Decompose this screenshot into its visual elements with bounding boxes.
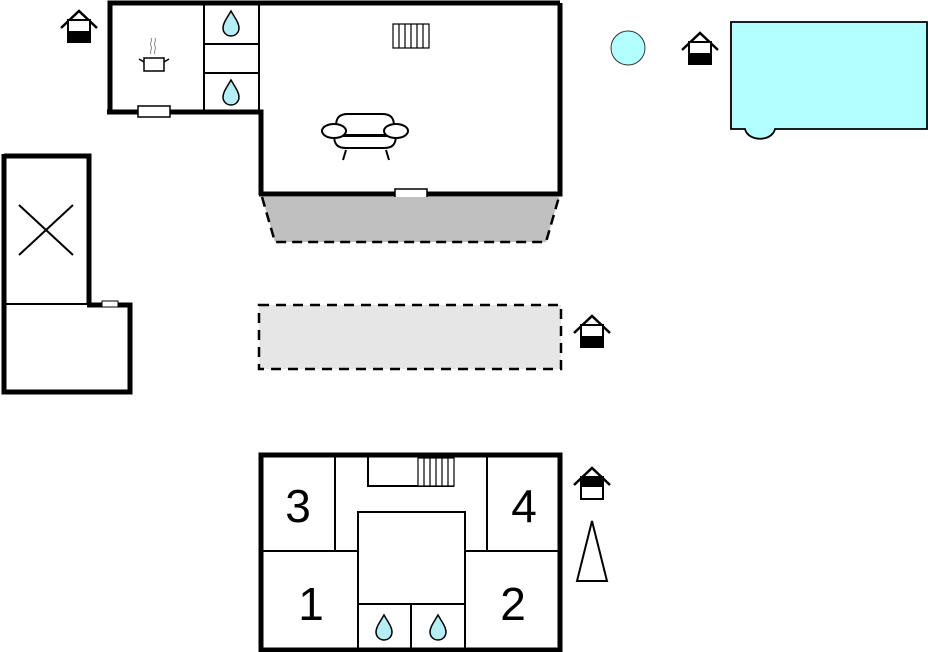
pool bbox=[730, 21, 928, 140]
ground-floor-marker-icon bbox=[680, 31, 720, 66]
upper-floor: 3 4 1 2 bbox=[258, 452, 563, 652]
bedroom-2-label: 2 bbox=[500, 578, 526, 630]
window bbox=[101, 300, 119, 308]
north-arrow-icon bbox=[575, 520, 609, 582]
living-room bbox=[259, 3, 563, 201]
cross-mark-icon bbox=[18, 204, 74, 256]
bedroom-3-label: 3 bbox=[285, 480, 311, 532]
sofa-icon bbox=[321, 113, 409, 161]
bedroom-4-label: 4 bbox=[511, 480, 537, 532]
water-drop-icon bbox=[222, 10, 240, 37]
window bbox=[137, 105, 171, 118]
stairs-icon bbox=[417, 457, 455, 487]
water-drop-icon bbox=[429, 614, 447, 641]
water-drop-icon bbox=[375, 614, 393, 641]
open-terrace bbox=[257, 303, 563, 371]
radiator-icon bbox=[392, 23, 430, 49]
kitchen-block bbox=[59, 0, 560, 195]
water-drop-icon bbox=[222, 79, 240, 106]
ground-floor-marker-icon bbox=[572, 314, 612, 349]
covered-terrace bbox=[260, 196, 561, 244]
cooking-pot-icon bbox=[138, 37, 170, 72]
upper-floor-marker-icon bbox=[572, 466, 612, 501]
hot-tub-icon bbox=[610, 30, 646, 66]
annex bbox=[1, 153, 133, 395]
ground-floor-marker-icon bbox=[59, 9, 99, 44]
bedroom-1-label: 1 bbox=[298, 578, 324, 630]
